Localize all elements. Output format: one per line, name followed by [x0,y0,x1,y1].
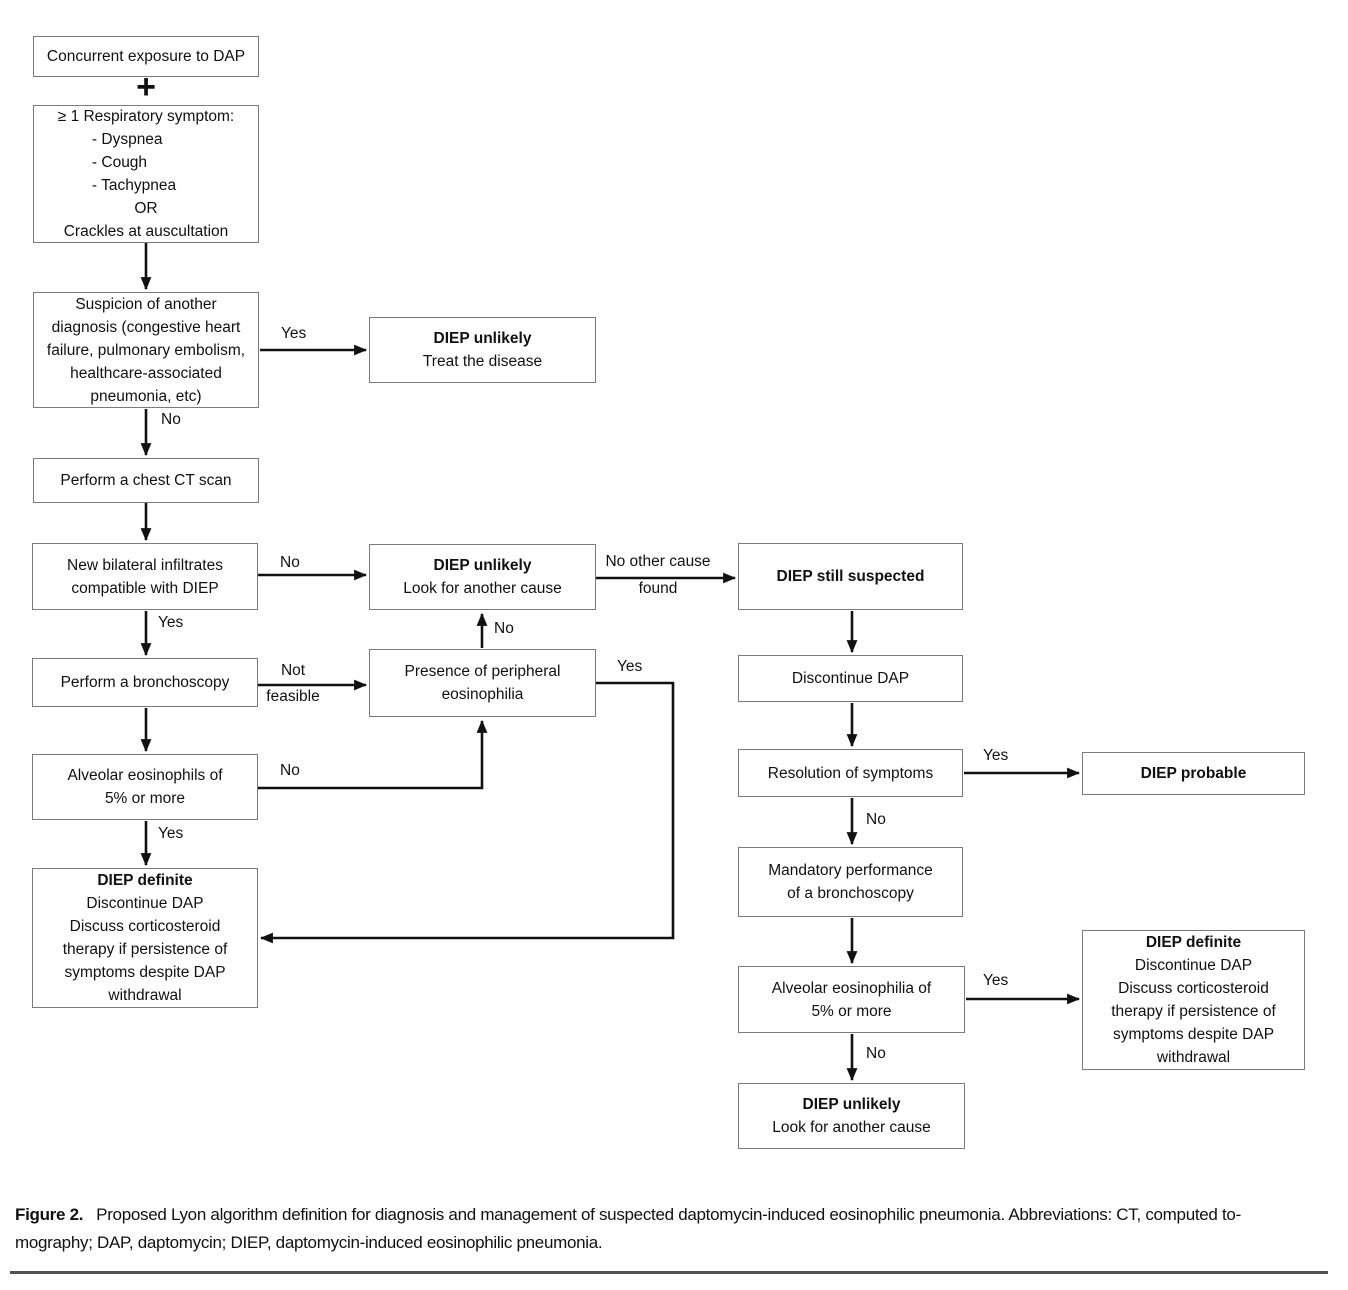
node-alveolar-eosinophilia-right: Alveolar eosinophilia of 5% or more [738,966,965,1033]
plus-sign: + [136,68,156,106]
node-text: Alveolar eosinophils of [67,767,223,784]
node-text: pneumonia, etc) [90,387,202,405]
node-text: symptoms despite DAP [64,964,226,981]
node-perform-bronchoscopy: Perform a bronchoscopy [32,658,258,707]
node-text: withdrawal [1156,1049,1231,1066]
node-text: healthcare-associated [70,364,222,382]
node-text: Resolution of symptoms [767,764,934,782]
node-peripheral-eosinophilia: Presence of peripheral eosinophilia [369,649,596,717]
edge-label-alveolar-yes: Yes [158,825,184,842]
node-diep-definite-left: DIEP definite Discontinue DAP Discuss co… [32,868,258,1008]
node-text: Perform a bronchoscopy [60,674,230,691]
node-title: DIEP definite [1145,934,1242,951]
node-title: DIEP unlikely [433,557,532,574]
node-text: Discuss corticosteroid [1118,980,1269,997]
edge-label-suspicion-no: No [161,411,181,428]
arrow-peripheral-yes-to-diep-definite [259,681,675,944]
node-text: withdrawal [108,987,182,1004]
node-diep-unlikely-look: DIEP unlikely Look for another cause [369,544,596,610]
node-diep-unlikely-bottom: DIEP unlikely Look for another cause [738,1083,965,1149]
symptom-item: - Tachypnea [91,177,177,194]
node-text: therapy if persistence of [1111,1003,1276,1020]
edge-label-alveolar-right-yes: Yes [983,972,1009,989]
bottom-rule [10,1271,1328,1274]
node-text: Discontinue DAP [1134,957,1253,974]
edge-label-alveolar-right-no: No [866,1045,886,1062]
node-title: DIEP definite [97,872,193,889]
node-text: failure, pulmonary embolism, [46,341,246,359]
edge-label-resolution-yes: Yes [983,747,1009,764]
node-diep-still-suspected: DIEP still suspected [738,543,963,610]
node-text: New bilateral infiltrates [67,556,223,574]
node-title: DIEP unlikely [802,1096,901,1113]
edge-label-alveolar-no: No [280,762,300,779]
symptom-item: - Dyspnea [91,131,163,148]
figure-label: Figure 2. [15,1205,84,1224]
node-text: diagnosis (congestive heart [51,318,241,336]
node-mandatory-bronchoscopy: Mandatory performance of a bronchoscopy [738,847,963,917]
node-resolution-of-symptoms: Resolution of symptoms [738,749,963,797]
node-suspicion-other-diagnosis: Suspicion of another diagnosis (congesti… [33,292,259,408]
edge-label-not-feasible-line2: feasible [266,688,320,705]
node-alveolar-eosinophils: Alveolar eosinophils of 5% or more [32,754,258,820]
node-text: 5% or more [811,1002,892,1020]
edge-label-no-other-cause-found: found [638,580,678,597]
node-title: DIEP probable [1140,765,1247,782]
edge-label-no-other-cause: No other cause [605,553,711,570]
node-text: Alveolar eosinophilia of [771,979,932,997]
node-respiratory-symptoms: ≥ 1 Respiratory symptom: - Dyspnea - Cou… [33,105,259,243]
node-text: ≥ 1 Respiratory symptom: [57,108,235,125]
node-text: Crackles at auscultation [63,223,229,240]
symptom-list: - Dyspnea - Cough - Tachypnea [92,128,176,197]
node-text: Look for another cause [772,1119,931,1136]
node-text: Concurrent exposure to DAP [46,48,246,65]
node-text: Perform a chest CT scan [60,472,232,489]
node-text: of a bronchoscopy [787,885,914,902]
node-title: DIEP still suspected [776,568,925,585]
node-text: Presence of peripheral [404,663,561,680]
figure-caption: Figure 2. Proposed Lyon algorithm definit… [15,1201,1345,1256]
node-chest-ct-scan: Perform a chest CT scan [33,458,259,503]
node-text: Look for another cause [403,580,562,597]
node-text: Discuss corticosteroid [69,918,221,935]
node-text: compatible with DIEP [71,579,219,597]
node-text: Treat the disease [422,353,543,370]
figure-caption-text1: Proposed Lyon algorithm definition for d… [96,1205,1241,1224]
node-text: Discontinue DAP [86,895,204,912]
figure-caption-line2: mography; DAP, daptomycin; DIEP, daptomy… [15,1232,603,1252]
edge-label-infiltrates-yes: Yes [158,614,184,631]
node-bilateral-infiltrates: New bilateral infiltrates compatible wit… [32,543,258,610]
node-diep-unlikely-treat: DIEP unlikely Treat the disease [369,317,596,383]
edge-label-infiltrates-no: No [280,554,300,571]
edge-label-not-feasible-line1: Not [280,662,306,679]
node-text: symptoms despite DAP [1112,1026,1275,1043]
node-text: Mandatory performance [768,862,933,879]
node-text: OR [134,200,158,217]
node-text: 5% or more [104,790,186,807]
node-diep-probable: DIEP probable [1082,752,1305,795]
edge-label-peripheral-no: No [494,620,514,637]
node-text: Discontinue DAP [791,670,910,687]
node-text: Suspicion of another [75,295,217,313]
node-concurrent-exposure: Concurrent exposure to DAP [33,36,259,77]
node-discontinue-dap: Discontinue DAP [738,655,963,702]
node-text: eosinophilia [441,686,524,703]
edge-label-resolution-no: No [866,811,886,828]
node-diep-definite-right: DIEP definite Discontinue DAP Discuss co… [1082,930,1305,1070]
symptom-item: - Cough [91,154,148,171]
edge-label-suspicion-yes: Yes [281,325,307,342]
node-text: therapy if persistence of [62,941,228,958]
edge-label-peripheral-yes: Yes [617,658,643,675]
node-title: DIEP unlikely [433,330,532,347]
figure-caption-line1: Figure 2. Proposed Lyon algorithm definit… [15,1201,1345,1229]
